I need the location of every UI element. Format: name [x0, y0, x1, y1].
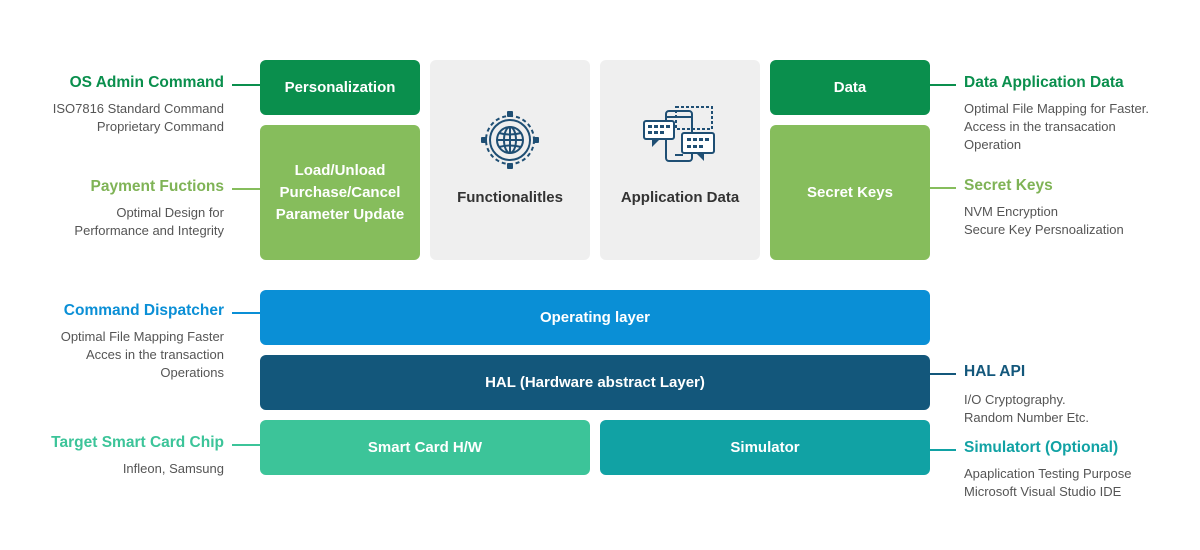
secret-keys-label: Secret Keys [807, 183, 893, 201]
payment-desc-2: Performance and Integrity [74, 223, 224, 238]
operating-layer-label: Operating layer [539, 308, 651, 326]
dispatcher-desc-2: Acces in the transaction [85, 347, 224, 362]
simulator-label: Simulator [730, 438, 800, 456]
os-admin-connector [232, 84, 260, 86]
data-app-connector [930, 84, 956, 86]
data-app-desc-2: Access in the transacation [964, 119, 1116, 134]
personalization-label: Personalization [284, 78, 396, 96]
personalization-box: Personalization [260, 60, 420, 115]
payment-title: Payment Fuctions [90, 178, 225, 195]
simulator-box: Simulator [600, 420, 930, 475]
secret-keys-desc-1: NVM Encryption [964, 204, 1058, 219]
os-admin-title: OS Admin Command [69, 74, 224, 91]
target-chip-connector [232, 444, 260, 446]
dispatcher-desc-3: Operations [160, 365, 224, 380]
load-line-2: Purchase/Cancel [279, 183, 401, 201]
simulator-desc-2: Microsoft Visual Studio IDE [964, 484, 1122, 499]
payment-connector [232, 188, 260, 190]
simulator-desc-1: Apaplication Testing Purpose [964, 466, 1132, 481]
devices-chat-icon [643, 106, 715, 162]
operating-layer-box: Operating layer [260, 290, 930, 345]
hal-api-connector [930, 373, 956, 375]
functionalities-label: Functionalitles [457, 189, 563, 206]
data-app-title: Data Application Data [964, 74, 1124, 91]
data-label: Data [833, 78, 867, 96]
simulator-title: Simulatort (Optional) [964, 439, 1119, 456]
load-line-3: Parameter Update [275, 205, 405, 223]
dispatcher-title: Command Dispatcher [63, 302, 224, 319]
simulator-connector [930, 449, 956, 451]
dispatcher-connector [232, 312, 260, 314]
payment-desc-1: Optimal Design for [116, 205, 224, 220]
secret-keys-box: Secret Keys [770, 125, 930, 260]
gear-globe-icon [481, 111, 539, 169]
hal-api-desc-1: I/O Cryptography. [964, 392, 1066, 407]
target-chip-title: Target Smart Card Chip [51, 434, 224, 451]
secret-keys-title: Secret Keys [964, 177, 1053, 194]
target-chip-desc-1: Infleon, Samsung [122, 461, 224, 476]
functionalities-box: Functionalitles [430, 60, 590, 260]
hal-api-title: HAL API [964, 363, 1026, 380]
hal-box: HAL (Hardware abstract Layer) [260, 355, 930, 410]
secret-keys-desc-2: Secure Key Persnoalization [964, 222, 1124, 237]
load-unload-box: Load/Unload Purchase/Cancel Parameter Up… [260, 125, 420, 260]
dispatcher-desc-1: Optimal File Mapping Faster [60, 329, 224, 344]
os-admin-desc-1: ISO7816 Standard Command [52, 101, 224, 116]
smart-card-hw-box: Smart Card H/W [260, 420, 590, 475]
smart-card-hw-label: Smart Card H/W [367, 438, 483, 456]
hal-label: HAL (Hardware abstract Layer) [485, 373, 705, 391]
data-app-desc-1: Optimal File Mapping for Faster. [964, 101, 1149, 116]
os-admin-desc-2: Proprietary Command [96, 119, 224, 134]
secret-keys-connector [930, 187, 956, 189]
load-line-1: Load/Unload [294, 161, 386, 179]
application-data-label: Application Data [620, 189, 740, 206]
application-data-box: Application Data [600, 60, 760, 260]
data-app-desc-3: Operation [964, 137, 1022, 152]
data-box: Data [770, 60, 930, 115]
hal-api-desc-2: Random Number Etc. [964, 410, 1089, 425]
